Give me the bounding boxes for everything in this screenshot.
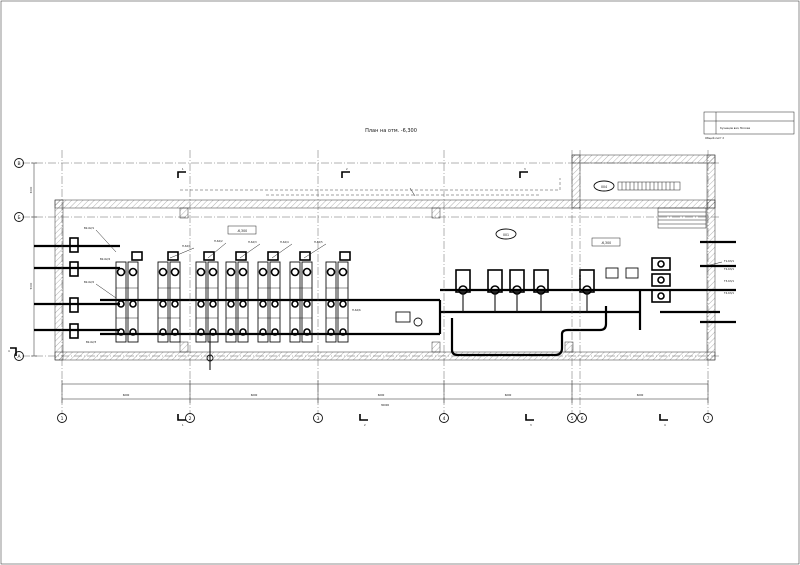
building-walls [54, 154, 716, 361]
section-mark-label: 4 [664, 423, 666, 427]
row-axis-label: Б [17, 215, 20, 221]
pipe-tag: Т3-63/1 [724, 279, 734, 283]
pump-unit [289, 261, 313, 343]
column-axis-label: 3 [317, 416, 320, 422]
pump-unit [325, 261, 349, 343]
pump-unit [157, 261, 181, 343]
span-dimension: 6000 [123, 393, 130, 397]
row-axis-bubbles: В Б А [14, 158, 24, 361]
vertical-dimensions: 3000 5000 [29, 162, 37, 357]
right-pump-bank [455, 257, 671, 312]
pipe-tag: Н-62/4 [280, 240, 289, 244]
bottom-dimensions: 6000 6000 6000 6000 6000 30000 [61, 380, 709, 407]
pipe-tag: Т2-63/1 [724, 267, 734, 271]
title-block-row-2: Кузнецов вал, Москва [720, 126, 751, 130]
column-axis-label: 7 [707, 416, 710, 422]
title-block: Кузнецов вал, Москва Общий лист 2 [703, 111, 795, 140]
left-pump-bank [69, 237, 351, 343]
drawing-title: План на отм. -6,300 [365, 128, 417, 134]
span-dimension: 6000 [505, 393, 512, 397]
column-axes: 1 2 3 4 5 6 7 [57, 150, 713, 423]
elevation-tag: -6,300 [601, 241, 611, 245]
pipe-tag: В2-62/2 [84, 280, 95, 284]
sheet-label: Общий лист 2 [705, 136, 724, 140]
pipe-tag: В2-62/1 [84, 226, 95, 230]
room-number: 004 [601, 185, 607, 189]
vertical-dimension-text: 5000 [29, 282, 33, 289]
column-axis-label: 5 [571, 416, 574, 422]
section-mark-label: 2 [346, 167, 348, 171]
room-number: 001 [503, 233, 509, 237]
pipe-tag: Н-62/5 [314, 240, 323, 244]
pump-unit [257, 261, 281, 343]
span-dimension: 6000 [637, 393, 644, 397]
row-axis-label: В [17, 161, 20, 167]
pipe-tags: В2-62/1 В2-62/2 В2-62/3 В2-62/4 Н-62/1 Н… [84, 226, 734, 344]
drain-equipment [206, 311, 423, 370]
overall-dimension: 30000 [381, 403, 390, 407]
elevation-tag: -6,300 [237, 229, 247, 233]
room-tags: 004 001 -6,300 -6,300 [227, 180, 621, 247]
column-axis-label: 2 [189, 416, 192, 422]
pump-unit [115, 261, 139, 343]
column-axis-label: 6 [581, 416, 584, 422]
pipe-tag: Н-62/6 [352, 308, 361, 312]
section-mark-label: 4 [8, 349, 10, 353]
row-axis-label: А [17, 354, 21, 360]
section-mark-label: 3 [524, 167, 526, 171]
span-dimension: 6000 [251, 393, 258, 397]
pump-unit [225, 261, 249, 343]
pipe-tag: В2-62/4 [100, 257, 111, 261]
row-axis-lines [22, 162, 720, 357]
section-mark-label: 1 [182, 423, 184, 427]
section-mark-label: 3 [530, 423, 532, 427]
pipe-tag: Н-62/2 [214, 239, 223, 243]
span-dimension: 6000 [378, 393, 385, 397]
pipe-tag: В2-62/3 [86, 340, 97, 344]
section-mark-label: 1 [182, 167, 184, 171]
pipe-tag: Т4-63/1 [724, 291, 734, 295]
section-mark-label: 2 [364, 423, 366, 427]
pipe-tag: Н-62/3 [248, 240, 257, 244]
column-axis-label: 4 [443, 416, 446, 422]
column-axis-label: 1 [61, 416, 64, 422]
stair [617, 181, 707, 229]
pipe-tag: Т1-63/1 [724, 259, 734, 263]
vertical-dimension-text: 3000 [29, 186, 33, 193]
section-marks: 1 1 2 2 3 3 4 4 [8, 167, 668, 427]
upper-ducts [180, 178, 561, 197]
main-pipes [34, 240, 736, 357]
pipe-tag: Н-62/1 [182, 244, 191, 248]
pump-unit [195, 261, 219, 343]
